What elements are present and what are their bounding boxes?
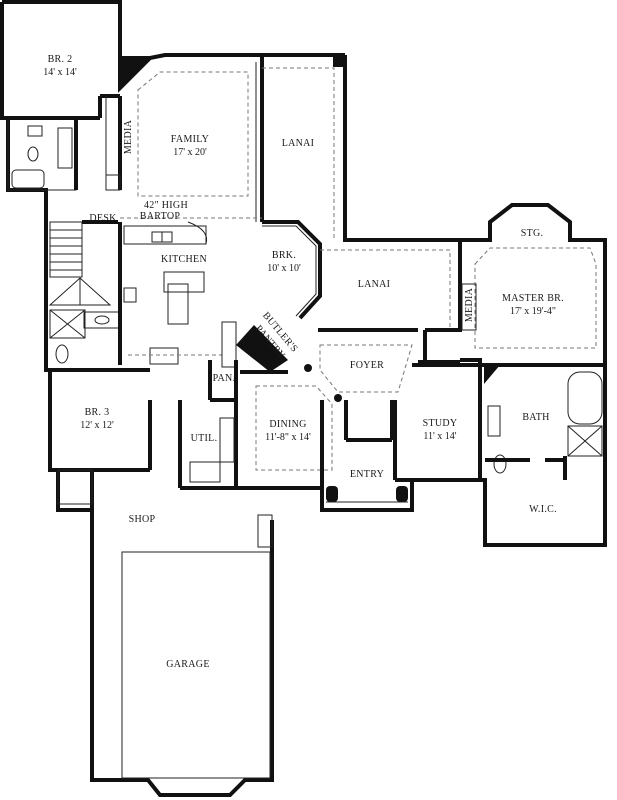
pan-label: PAN. (213, 373, 236, 384)
dining-dims: 11'-8" x 14' (265, 432, 311, 443)
brk-dims: 10' x 10' (267, 263, 301, 274)
br3-label: BR. 3 (85, 407, 110, 418)
family-label: FAMILY (171, 134, 209, 145)
dining (240, 370, 333, 488)
br2-label: BR. 2 (48, 54, 73, 65)
lanai-top-label: LANAI (282, 138, 315, 149)
shop-label: SHOP (129, 514, 156, 525)
pantry (208, 360, 238, 488)
br3 (50, 400, 152, 505)
bath-label: BATH (522, 412, 549, 423)
br3-dims: 12' x 12' (80, 420, 114, 431)
lanai-top (262, 55, 345, 240)
foyer (304, 330, 460, 402)
study (412, 363, 482, 480)
br2-bath (2, 94, 120, 191)
wic-label: W.I.C. (529, 504, 557, 515)
kitchen (118, 221, 223, 365)
butlers-pantry (221, 321, 288, 372)
br2-dims: 14' x 14' (43, 67, 77, 78)
lanai-mid-label: LANAI (358, 279, 391, 290)
media-left-label: MEDIA (123, 119, 134, 154)
shop-garage (121, 514, 273, 779)
dining-label: DINING (269, 419, 306, 430)
media-right-label: MEDIA (464, 287, 475, 322)
lanai-mid (318, 249, 451, 332)
master-suite (461, 247, 605, 480)
master-dims: 17' x 19'-4" (510, 306, 556, 317)
brk-label: BRK. (272, 250, 296, 261)
foyer-label: FOYER (350, 360, 384, 371)
utility (178, 400, 235, 488)
master-label: MASTER BR. (502, 293, 564, 304)
kitchen-label: KITCHEN (161, 254, 207, 265)
stg-label: STG. (521, 228, 544, 239)
desk-label: DESK (89, 213, 117, 224)
util-label: UTIL. (191, 433, 218, 444)
bartop-line1: 42" HIGH (144, 200, 188, 211)
breakfast (262, 220, 322, 320)
family-dims: 17' x 20' (173, 147, 207, 158)
entry-label: ENTRY (350, 469, 384, 480)
entry (326, 400, 408, 503)
study-label: STUDY (423, 418, 458, 429)
garage-label: GARAGE (166, 659, 209, 670)
family-room (105, 55, 264, 222)
study-dims: 11' x 14' (423, 431, 456, 442)
stairs (46, 220, 150, 372)
bartop-line2: BARTOP (140, 211, 181, 222)
